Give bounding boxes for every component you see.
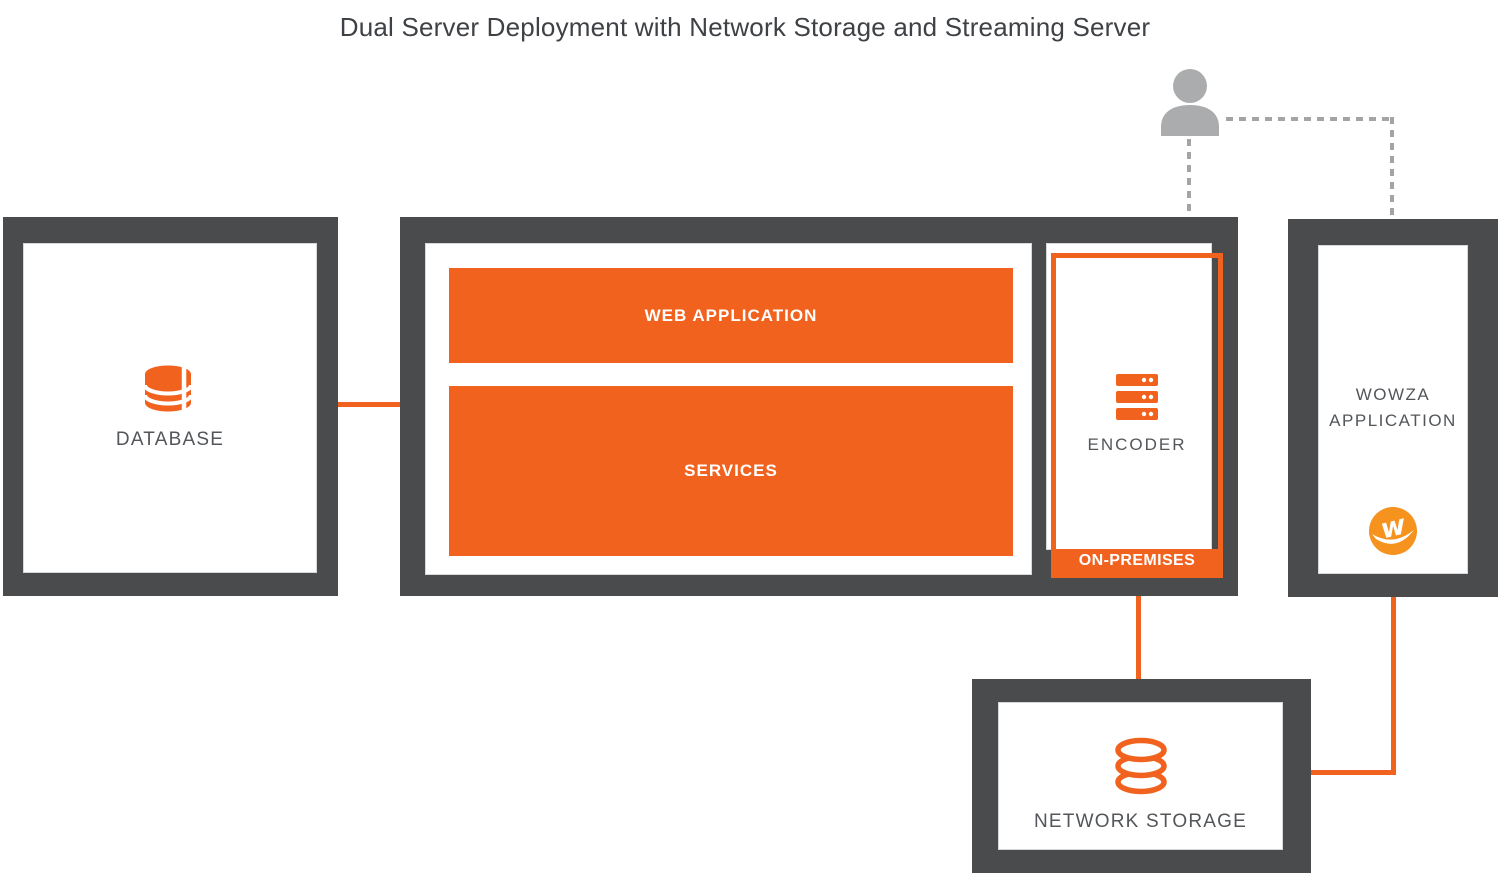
network-storage-panel: NETWORK STORAGE <box>998 702 1283 850</box>
database-panel: DATABASE <box>23 243 317 573</box>
dashed-connector-user-to-wowza-vertical <box>1390 117 1394 217</box>
dashed-connector-user-to-wowza-horizontal <box>1226 117 1392 121</box>
encoder-label: ENCODER <box>1087 435 1187 454</box>
server-rack-icon <box>1116 374 1158 420</box>
database-icon <box>143 365 193 413</box>
on-premises-badge: ON-PREMISES <box>1056 549 1218 573</box>
web-application-label: WEB APPLICATION <box>644 305 818 325</box>
person-icon <box>1161 69 1219 136</box>
wowza-label-line2: APPLICATION <box>1329 411 1457 430</box>
services-block: SERVICES <box>449 386 1013 556</box>
storage-disks-icon <box>1114 737 1167 795</box>
wowza-logo-icon: w <box>1369 507 1417 555</box>
database-box: DATABASE <box>3 217 338 596</box>
application-server-panel: WEB APPLICATION SERVICES <box>425 243 1032 575</box>
encoder-content: ENCODER <box>1056 258 1218 573</box>
connector-encoder-to-storage <box>1136 596 1141 679</box>
diagram-title: Dual Server Deployment with Network Stor… <box>339 12 1151 42</box>
wowza-application-box: WOWZA APPLICATION w <box>1288 219 1498 597</box>
connector-database-to-appserver <box>338 402 400 407</box>
connector-wowza-to-storage-vertical <box>1391 597 1396 775</box>
network-storage-label: NETWORK STORAGE <box>1034 811 1247 832</box>
wowza-label-line1: WOWZA <box>1355 385 1431 404</box>
web-application-block: WEB APPLICATION <box>449 268 1013 363</box>
services-label: SERVICES <box>684 461 778 480</box>
network-storage-box: NETWORK STORAGE <box>972 679 1311 873</box>
dashed-connector-user-to-appserver <box>1187 139 1191 215</box>
connector-wowza-to-storage-horizontal <box>1311 770 1396 775</box>
database-label: DATABASE <box>115 429 225 450</box>
on-premises-label: ON-PREMISES <box>1078 552 1196 569</box>
wowza-application-label: WOWZA APPLICATION <box>1288 382 1498 434</box>
on-premises-outline: ENCODER ON-PREMISES <box>1051 253 1223 578</box>
application-server-box: WEB APPLICATION SERVICES ENCODER <box>400 217 1238 596</box>
